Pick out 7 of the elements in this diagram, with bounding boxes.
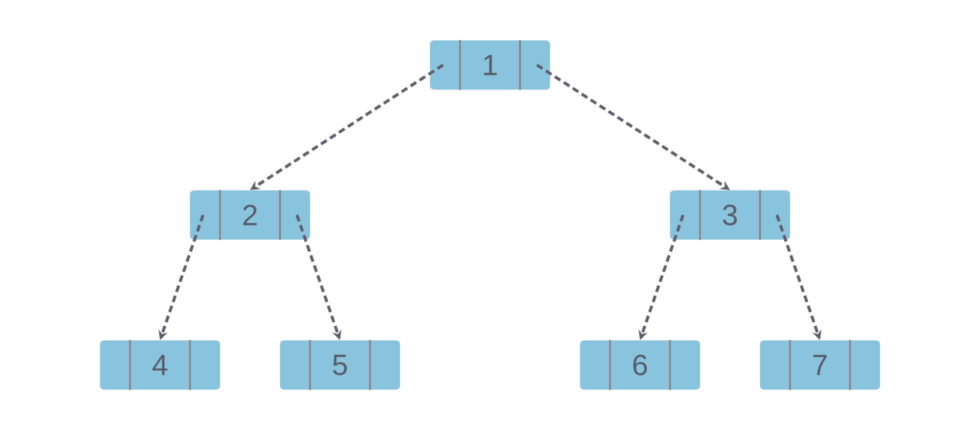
list-node-box: 2 [190,190,310,240]
list-node-box: 6 [580,340,700,390]
list-node-box: 5 [280,340,400,390]
list-node-box: 1 [430,40,550,90]
list-node-box: 7 [760,340,880,390]
list-node-box: 4 [100,340,220,390]
list-node-box: 3 [670,190,790,240]
